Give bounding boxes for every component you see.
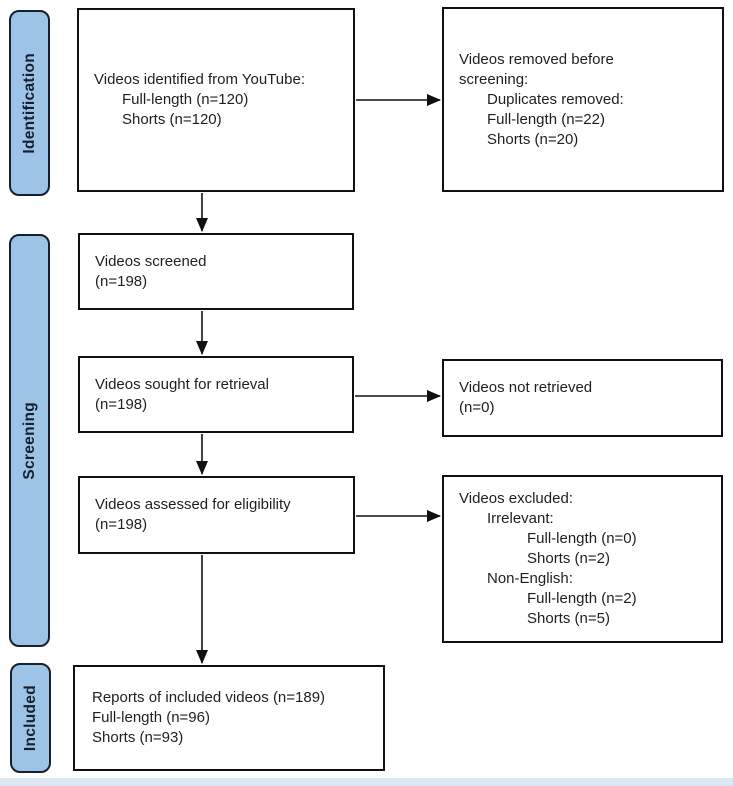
box-videos-screened: Videos screened (n=198)	[78, 233, 354, 310]
box-text-line: Videos identified from YouTube:	[94, 71, 305, 88]
box-text-line: Videos screened	[95, 252, 207, 270]
box-text-line: Shorts (n=93)	[92, 729, 184, 746]
box-text-line: Full-length (n=22)	[487, 110, 605, 128]
box-text-line: Shorts (n=5)	[527, 610, 610, 627]
box-videos-identified: Videos identified from YouTube: Full-len…	[77, 8, 355, 192]
box-videos-assessed-for-eligibility: Videos assessed for eligibility (n=198)	[78, 476, 355, 554]
box-text-line: Reports of included videos (n=189)	[92, 689, 326, 706]
box-text-line: (n=0)	[459, 399, 495, 416]
stage-label-identification-text: Identification	[20, 52, 38, 154]
stage-label-included-text: Included	[21, 684, 39, 752]
stage-label-screening: Screening	[9, 234, 50, 647]
box-text-line: Full-length (n=0)	[527, 530, 637, 547]
box-text-line: Shorts (n=120)	[122, 111, 222, 128]
stage-label-identification: Identification	[9, 10, 50, 196]
box-text-line: Full-length (n=96)	[92, 709, 210, 726]
box-text-line: (n=198)	[95, 272, 148, 290]
page-edge-strip	[0, 778, 733, 786]
box-text-line: Shorts (n=2)	[527, 550, 610, 567]
box-text-line: Duplicates removed:	[487, 90, 624, 108]
box-videos-removed-before-screening: Videos removed before screening: Duplica…	[442, 7, 724, 192]
box-text-line: Non-English:	[487, 570, 573, 587]
box-text-line: (n=198)	[95, 395, 148, 413]
box-text-line: Full-length (n=120)	[122, 91, 249, 108]
box-videos-sought-for-retrieval: Videos sought for retrieval (n=198)	[78, 356, 354, 433]
box-text-line: Videos removed before	[459, 50, 614, 68]
box-text-line: Videos not retrieved	[459, 379, 593, 396]
box-text-line: Irrelevant:	[487, 510, 554, 527]
box-text-line: screening:	[459, 70, 529, 88]
box-text-line: (n=198)	[95, 516, 148, 533]
box-text-line: Videos sought for retrieval	[95, 375, 269, 393]
box-videos-not-retrieved: Videos not retrieved (n=0)	[442, 359, 723, 437]
stage-label-included: Included	[10, 663, 51, 773]
box-text-line: Full-length (n=2)	[527, 590, 637, 607]
box-reports-of-included-videos: Reports of included videos (n=189) Full-…	[73, 665, 385, 771]
box-text-line: Videos excluded:	[459, 490, 573, 507]
box-text-line: Videos assessed for eligibility	[95, 496, 291, 513]
box-videos-excluded: Videos excluded: Irrelevant: Full-length…	[442, 475, 723, 643]
box-text-line: Shorts (n=20)	[487, 130, 579, 148]
stage-label-screening-text: Screening	[20, 401, 38, 480]
